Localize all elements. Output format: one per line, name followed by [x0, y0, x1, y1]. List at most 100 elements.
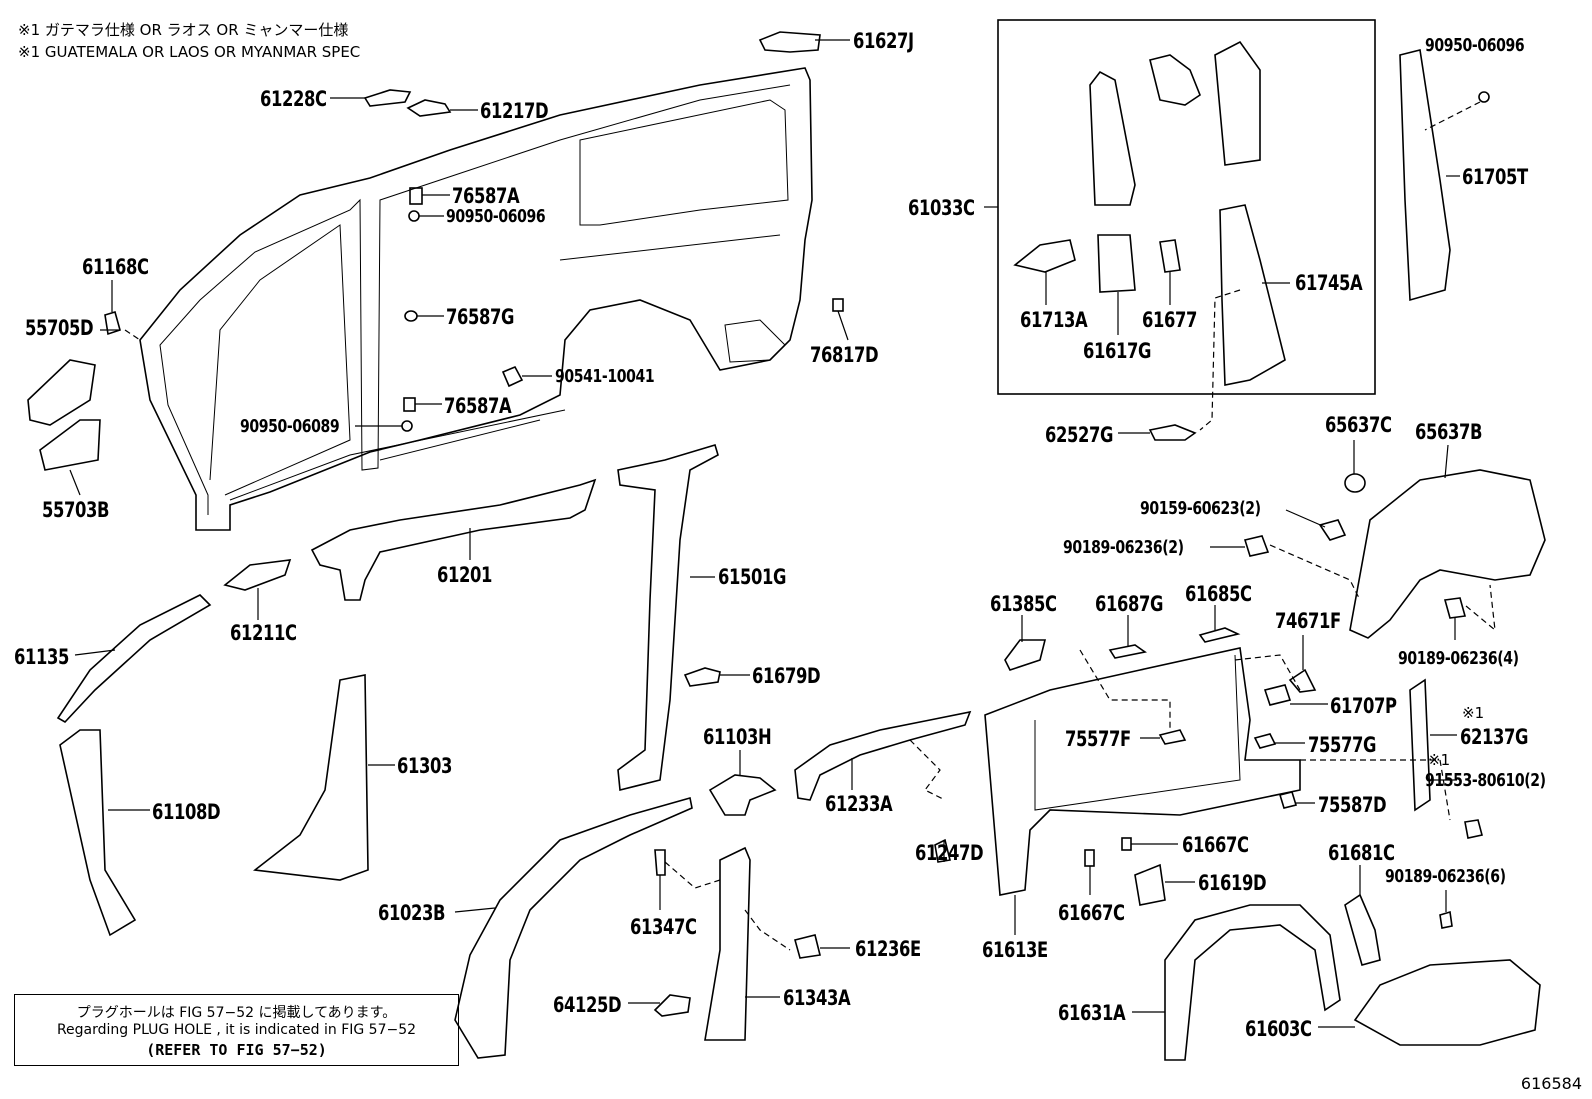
part-61685C	[1198, 627, 1241, 643]
part-74671F	[1288, 668, 1317, 693]
label-61619D[interactable]: 61619D	[1198, 871, 1267, 895]
label-75577F[interactable]: 75577F	[1065, 727, 1131, 751]
part-76587A-bottom	[403, 397, 416, 412]
part-61713A	[1013, 239, 1076, 273]
refer-note[interactable]: (REFER TO FIG 57−52)	[146, 1041, 327, 1059]
side-outer-panel	[139, 67, 813, 531]
spec-note-en: ※1 GUATEMALA OR LAOS OR MYANMAR SPEC	[18, 43, 361, 61]
label-76587G[interactable]: 76587G	[446, 305, 515, 329]
part-76587A-top	[409, 187, 423, 205]
part-75587D	[1278, 791, 1298, 809]
part-61247D	[934, 838, 951, 863]
label-90189-06236-2[interactable]: 90189-06236(2)	[1063, 537, 1184, 558]
part-65637B	[1349, 469, 1546, 639]
label-61303[interactable]: 61303	[397, 754, 453, 778]
label-61603C[interactable]: 61603C	[1245, 1017, 1312, 1041]
label-61217D[interactable]: 61217D	[480, 99, 549, 123]
label-76587A-top[interactable]: 76587A	[452, 184, 520, 208]
label-61103H[interactable]: 61103H	[703, 725, 772, 749]
label-90950-06089[interactable]: 90950-06089	[240, 416, 340, 437]
label-61211C[interactable]: 61211C	[230, 621, 297, 645]
label-90950-06096-a[interactable]: 90950-06096	[446, 206, 546, 227]
part-90189-06236-b	[1443, 597, 1467, 619]
part-75577G	[1253, 733, 1277, 749]
part-90541-10041	[501, 365, 524, 388]
label-90189-06236-6[interactable]: 90189-06236(6)	[1385, 866, 1506, 887]
label-61667C-b[interactable]: 61667C	[1058, 901, 1125, 925]
label-90159-60623[interactable]: 90159-60623(2)	[1140, 498, 1261, 519]
part-61033C-b	[1149, 54, 1201, 106]
label-61627J[interactable]: 61627J	[853, 29, 914, 53]
label-61705T[interactable]: 61705T	[1462, 165, 1528, 189]
part-61385C	[1004, 639, 1047, 671]
label-75577G[interactable]: 75577G	[1308, 733, 1377, 757]
label-61631A[interactable]: 61631A	[1058, 1001, 1126, 1025]
label-91553-80610[interactable]: 91553-80610(2)	[1425, 770, 1546, 791]
label-61707P[interactable]: 61707P	[1330, 694, 1397, 718]
part-75577F	[1158, 729, 1187, 745]
part-61135	[56, 594, 212, 724]
label-61385C[interactable]: 61385C	[990, 592, 1057, 616]
label-61228C[interactable]: 61228C	[260, 87, 327, 111]
label-90189-06236-4[interactable]: 90189-06236(4)	[1398, 648, 1519, 669]
label-61677[interactable]: 61677	[1142, 308, 1198, 332]
label-64125D[interactable]: 64125D	[553, 993, 622, 1017]
part-61619D	[1134, 863, 1166, 906]
label-55703B[interactable]: 55703B	[42, 498, 110, 522]
label-61135[interactable]: 61135	[14, 645, 70, 669]
label-61108D[interactable]: 61108D	[152, 800, 221, 824]
label-61687G[interactable]: 61687G	[1095, 592, 1164, 616]
label-61247D[interactable]: 61247D	[915, 841, 984, 865]
part-61228C	[363, 89, 412, 107]
label-61679D[interactable]: 61679D	[752, 664, 821, 688]
label-75587D[interactable]: 75587D	[1318, 793, 1387, 817]
plug-hole-note-jp: プラグホールは FIG 57−52 に掲載してあります。	[76, 1005, 397, 1021]
part-61236E	[794, 934, 821, 959]
label-61681C[interactable]: 61681C	[1328, 841, 1395, 865]
label-61201[interactable]: 61201	[437, 563, 493, 587]
label-61023B[interactable]: 61023B	[378, 901, 446, 925]
part-61687G	[1108, 644, 1147, 659]
part-61168C	[104, 310, 121, 336]
label-65637B[interactable]: 65637B	[1415, 420, 1483, 444]
part-61613E	[984, 647, 1301, 896]
label-61343A[interactable]: 61343A	[783, 986, 851, 1010]
part-62137G	[1409, 678, 1431, 812]
label-61613E[interactable]: 61613E	[982, 938, 1048, 962]
part-76817D	[832, 298, 844, 312]
label-62137G[interactable]: 62137G	[1460, 725, 1529, 749]
label-61685C[interactable]: 61685C	[1185, 582, 1252, 606]
part-61033C-a	[1089, 70, 1136, 206]
part-90159-60623	[1318, 519, 1347, 541]
label-61168C[interactable]: 61168C	[82, 255, 149, 279]
part-91553-80610	[1464, 819, 1483, 839]
spec-mark-91553: ※1	[1428, 751, 1451, 769]
label-90950-06096-b[interactable]: 90950-06096	[1425, 35, 1525, 56]
label-90541-10041[interactable]: 90541-10041	[555, 366, 655, 387]
label-61501G[interactable]: 61501G	[718, 565, 787, 589]
label-65637C[interactable]: 65637C	[1325, 413, 1392, 437]
label-76587A-bottom[interactable]: 76587A	[444, 394, 512, 418]
label-61617G[interactable]: 61617G	[1083, 339, 1152, 363]
label-61713A[interactable]: 61713A	[1020, 308, 1088, 332]
spec-note-jp: ※1 ガテマラ仕様 OR ラオス OR ミャンマー仕様	[18, 21, 349, 39]
part-55705D	[27, 359, 96, 426]
part-90950-06089	[401, 420, 413, 432]
part-61023B	[454, 796, 693, 1059]
part-61677	[1159, 239, 1181, 273]
label-55705D[interactable]: 55705D	[25, 316, 94, 340]
label-61033C[interactable]: 61033C	[908, 196, 975, 220]
label-61667C-a[interactable]: 61667C	[1182, 833, 1249, 857]
label-61347C[interactable]: 61347C	[630, 915, 697, 939]
part-55703B	[39, 419, 101, 471]
label-61233A[interactable]: 61233A	[825, 792, 893, 816]
part-61501G	[617, 444, 719, 792]
part-61233A	[794, 710, 972, 801]
figure-number: 616584	[1520, 1074, 1582, 1093]
label-76817D[interactable]: 76817D	[810, 343, 879, 367]
label-74671F[interactable]: 74671F	[1275, 609, 1341, 633]
label-61745A[interactable]: 61745A	[1295, 271, 1363, 295]
label-62527G[interactable]: 62527G	[1045, 423, 1114, 447]
label-61236E[interactable]: 61236E	[855, 937, 921, 961]
part-61679D	[683, 667, 721, 687]
